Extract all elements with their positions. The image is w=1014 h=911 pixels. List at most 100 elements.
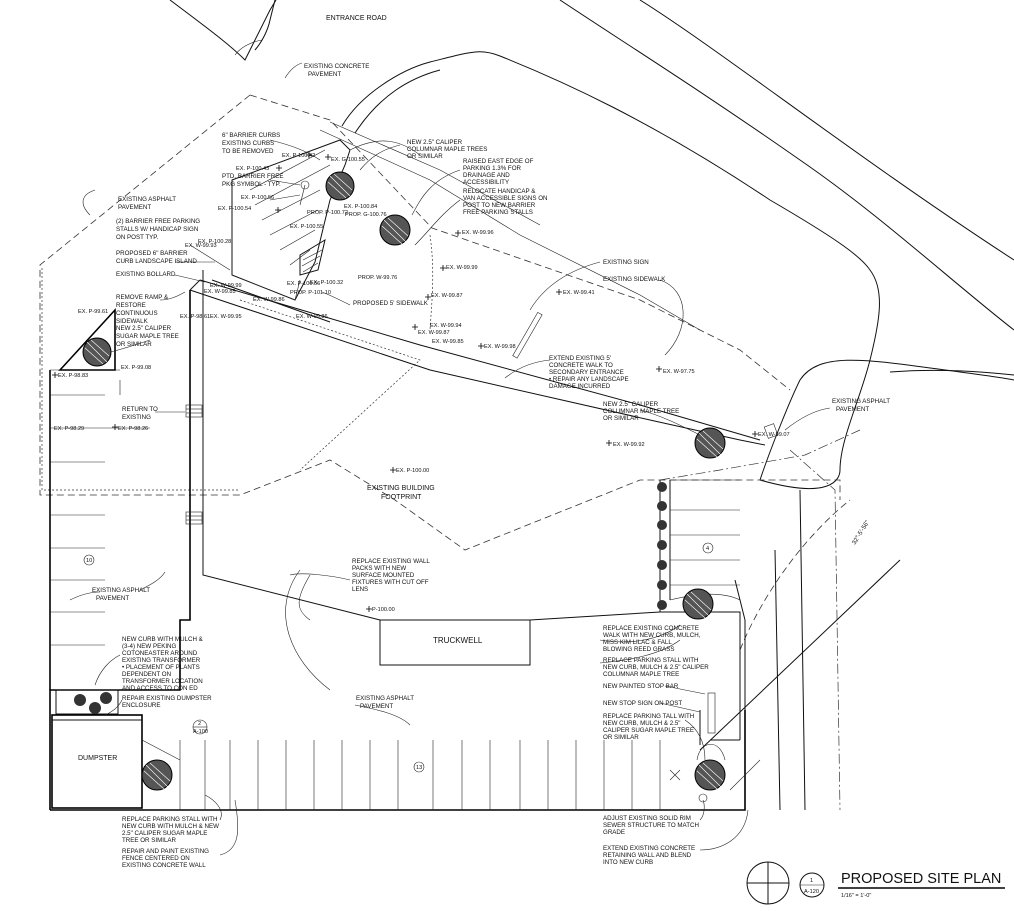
existing-sidewalk-label: EXISTING SIDEWALK bbox=[603, 276, 666, 283]
bearing-label: 32°-5'-56" bbox=[851, 519, 871, 546]
svg-text:EX. W-99.98: EX. W-99.98 bbox=[484, 344, 516, 350]
title-scale: 1/16" = 1'-0" bbox=[841, 893, 871, 899]
existing-sign-label: EXISTING SIGN bbox=[603, 259, 649, 266]
svg-text:EX. P-100.00: EX. P-100.00 bbox=[396, 468, 429, 474]
svg-text:EX. W-99.99: EX. W-99.99 bbox=[210, 283, 242, 289]
sewer-structure bbox=[698, 793, 708, 803]
south-parking-stalls bbox=[179, 740, 661, 810]
svg-text:EX. W-99.85: EX. W-99.85 bbox=[204, 289, 236, 295]
svg-text:EX. P-98.26: EX. P-98.26 bbox=[118, 426, 148, 432]
svg-text:EX. P-100.56: EX. P-100.56 bbox=[287, 281, 320, 287]
svg-text:EX. P-100.43: EX. P-100.43 bbox=[236, 166, 269, 172]
svg-text:EX. W-99.95: EX. W-99.95 bbox=[210, 314, 242, 320]
svg-text:EX. P-98.83: EX. P-98.83 bbox=[58, 373, 88, 379]
dumpster-enclosure bbox=[51, 689, 181, 809]
northwest-island bbox=[58, 307, 116, 371]
svg-text:EX. P-100.56: EX. P-100.56 bbox=[241, 195, 274, 201]
entrance-road-lines bbox=[169, 0, 1014, 811]
west-stall-count: 10 bbox=[86, 558, 92, 564]
svg-text:EX. W-99.86: EX. W-99.86 bbox=[253, 297, 285, 303]
south-stall-count: 13 bbox=[416, 765, 422, 771]
title-text: PROPOSED SITE PLAN bbox=[841, 871, 1001, 887]
property-line-east bbox=[789, 449, 841, 811]
shrub-symbols bbox=[74, 482, 667, 714]
svg-text:EX. P-100.42: EX. P-100.42 bbox=[282, 153, 315, 159]
property-line bbox=[659, 429, 861, 481]
svg-text:EX. P-98.29: EX. P-98.29 bbox=[54, 426, 84, 432]
east-parking-stalls bbox=[670, 479, 740, 586]
title-number: 1 bbox=[810, 878, 813, 884]
svg-text:EX. P-100.84: EX. P-100.84 bbox=[344, 204, 377, 210]
svg-text:EX. W-97.75: EX. W-97.75 bbox=[663, 369, 695, 375]
title-sheet: A-120 bbox=[804, 889, 819, 895]
entrance-road-label: ENTRANCE ROAD bbox=[326, 15, 387, 22]
svg-text:EX. G-100.55: EX. G-100.55 bbox=[331, 157, 365, 163]
elevation-labels: EX. P-100.42 EX. G-100.55 EX. P-100.43 E… bbox=[54, 153, 790, 613]
svg-text:PROP. P-100.72: PROP. P-100.72 bbox=[307, 210, 348, 216]
proposed-sidewalk-label: PROPOSED 5' SIDEWALK bbox=[353, 300, 429, 307]
svg-text:EX. W-99.87: EX. W-99.87 bbox=[418, 330, 450, 336]
bearing-line bbox=[699, 559, 901, 751]
elevation-markers bbox=[52, 152, 758, 612]
new-stop-bar-label: NEW PAINTED STOP BAR bbox=[603, 683, 679, 690]
svg-text:EX. W-99.92: EX. W-99.92 bbox=[613, 442, 645, 448]
svg-text:EX. W-99.41: EX. W-99.41 bbox=[563, 290, 595, 296]
svg-text:P-100.00: P-100.00 bbox=[372, 607, 395, 613]
svg-text:EX. P-100.55: EX. P-100.55 bbox=[290, 224, 323, 230]
svg-text:EX. W-99.07: EX. W-99.07 bbox=[758, 432, 790, 438]
stall-count-markers: 10 13 4 bbox=[83, 542, 714, 773]
svg-text:EX. W-99.96: EX. W-99.96 bbox=[462, 230, 494, 236]
title-block: 1 A-120 PROPOSED SITE PLAN 1/16" = 1'-0" bbox=[746, 861, 1005, 905]
svg-text:EX. P-100.32: EX. P-100.32 bbox=[310, 280, 343, 286]
svg-text:EX. W-99.85: EX. W-99.85 bbox=[432, 339, 464, 345]
svg-text:EX. P-99.61: EX. P-99.61 bbox=[78, 309, 108, 315]
svg-text:EX. P-100.28: EX. P-100.28 bbox=[198, 239, 231, 245]
east-stall-count: 4 bbox=[706, 546, 709, 552]
section-marker-sheet: A-100 bbox=[193, 729, 208, 735]
svg-text:EX. P-99.08: EX. P-99.08 bbox=[121, 365, 151, 371]
relocate-handicap-label: RELOCATE HANDICAP &VAN ACCESSIBLE SIGNS … bbox=[463, 188, 547, 216]
svg-text:EX. W-99.86: EX. W-99.86 bbox=[296, 314, 328, 320]
section-marker: 2 A-100 bbox=[192, 719, 208, 735]
truckwell-label: TRUCKWELL bbox=[433, 636, 483, 645]
svg-text:EX. W-99.93: EX. W-99.93 bbox=[185, 243, 217, 249]
leader-lines bbox=[69, 62, 831, 856]
svg-text:EX. P-100.54: EX. P-100.54 bbox=[218, 206, 251, 212]
dumpster-label: DUMPSTER bbox=[78, 755, 117, 762]
walk-hatching bbox=[185, 311, 779, 734]
tree-symbols bbox=[82, 171, 726, 791]
svg-text:PROP. W-99.76: PROP. W-99.76 bbox=[358, 275, 397, 281]
existing-bollard-label: EXISTING BOLLARD bbox=[116, 271, 176, 278]
svg-text:PROP. G-100.76: PROP. G-100.76 bbox=[345, 212, 387, 218]
svg-text:EX. W-99.87: EX. W-99.87 bbox=[431, 293, 463, 299]
svg-text:PROP. P-101.10: PROP. P-101.10 bbox=[290, 290, 331, 296]
svg-text:EX. P-98.61: EX. P-98.61 bbox=[180, 314, 210, 320]
section-marker-number: 2 bbox=[198, 721, 201, 727]
